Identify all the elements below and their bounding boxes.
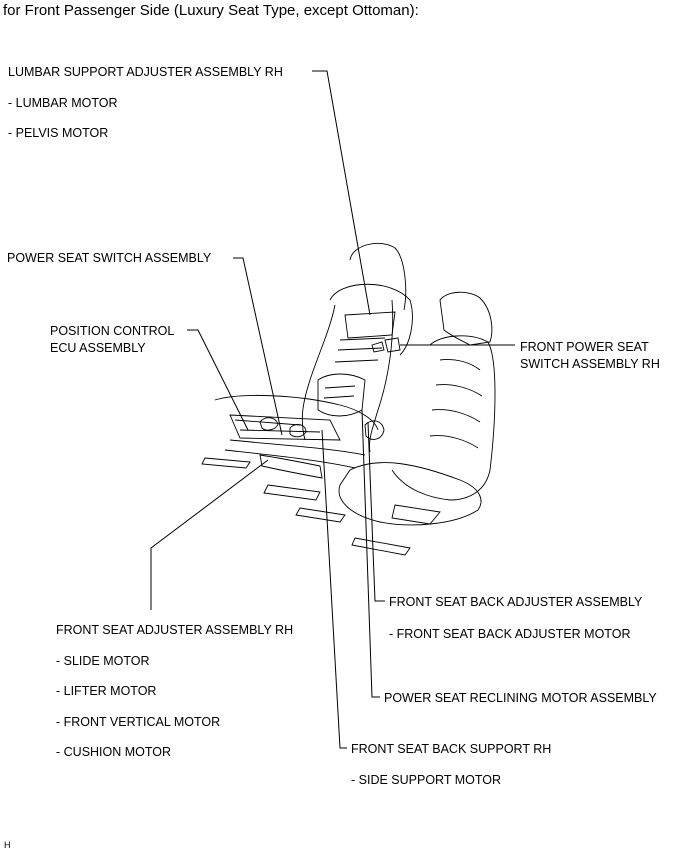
lumbar-motor-label: - LUMBAR MOTOR: [8, 96, 118, 110]
front-power-switch-label-line1: FRONT POWER SEAT: [520, 340, 649, 354]
seat-back-adjuster-motor-label: - FRONT SEAT BACK ADJUSTER MOTOR: [389, 627, 631, 641]
front-vertical-motor-label: - FRONT VERTICAL MOTOR: [56, 715, 221, 729]
pelvis-motor-label: - PELVIS MOTOR: [8, 126, 109, 140]
leader-position-ecu: [187, 329, 249, 431]
lifter-motor-label: - LIFTER MOTOR: [56, 684, 157, 698]
seat-adjuster-label: FRONT SEAT ADJUSTER ASSEMBLY RH: [56, 623, 294, 637]
position-ecu-label-line2: ECU ASSEMBLY: [50, 341, 146, 355]
lumbar-support-label: LUMBAR SUPPORT ADJUSTER ASSEMBLY RH: [8, 65, 283, 79]
diagram-title: for Front Passenger Side (Luxury Seat Ty…: [3, 2, 419, 19]
reclining-motor-label: POWER SEAT RECLINING MOTOR ASSEMBLY: [384, 691, 657, 705]
leader-seat-back-support: [321, 429, 347, 749]
leader-seat-back-adjuster: [367, 421, 385, 602]
cushion-motor-label: - CUSHION MOTOR: [56, 745, 172, 759]
leader-power-switch: [233, 257, 283, 436]
side-support-motor-label: - SIDE SUPPORT MOTOR: [351, 773, 502, 787]
seat-back-frame-drawing: [301, 242, 413, 453]
front-power-switch-label-line2: SWITCH ASSEMBLY RH: [520, 357, 660, 371]
leader-lumbar: [312, 70, 371, 316]
figure-code: H: [4, 840, 11, 850]
seat-back-adjuster-label: FRONT SEAT BACK ADJUSTER ASSEMBLY: [389, 595, 643, 609]
seat-cushion-frame-drawing: [201, 394, 379, 501]
seat-back-support-label: FRONT SEAT BACK SUPPORT RH: [351, 742, 552, 756]
power-seat-switch-label: POWER SEAT SWITCH ASSEMBLY: [7, 251, 212, 265]
leader-seat-adjuster: [150, 459, 269, 610]
trimmed-seat-drawing: [295, 291, 496, 556]
slide-motor-label: - SLIDE MOTOR: [56, 654, 150, 668]
position-ecu-label-line1: POSITION CONTROL: [50, 324, 175, 338]
leader-reclining-motor: [361, 409, 380, 698]
